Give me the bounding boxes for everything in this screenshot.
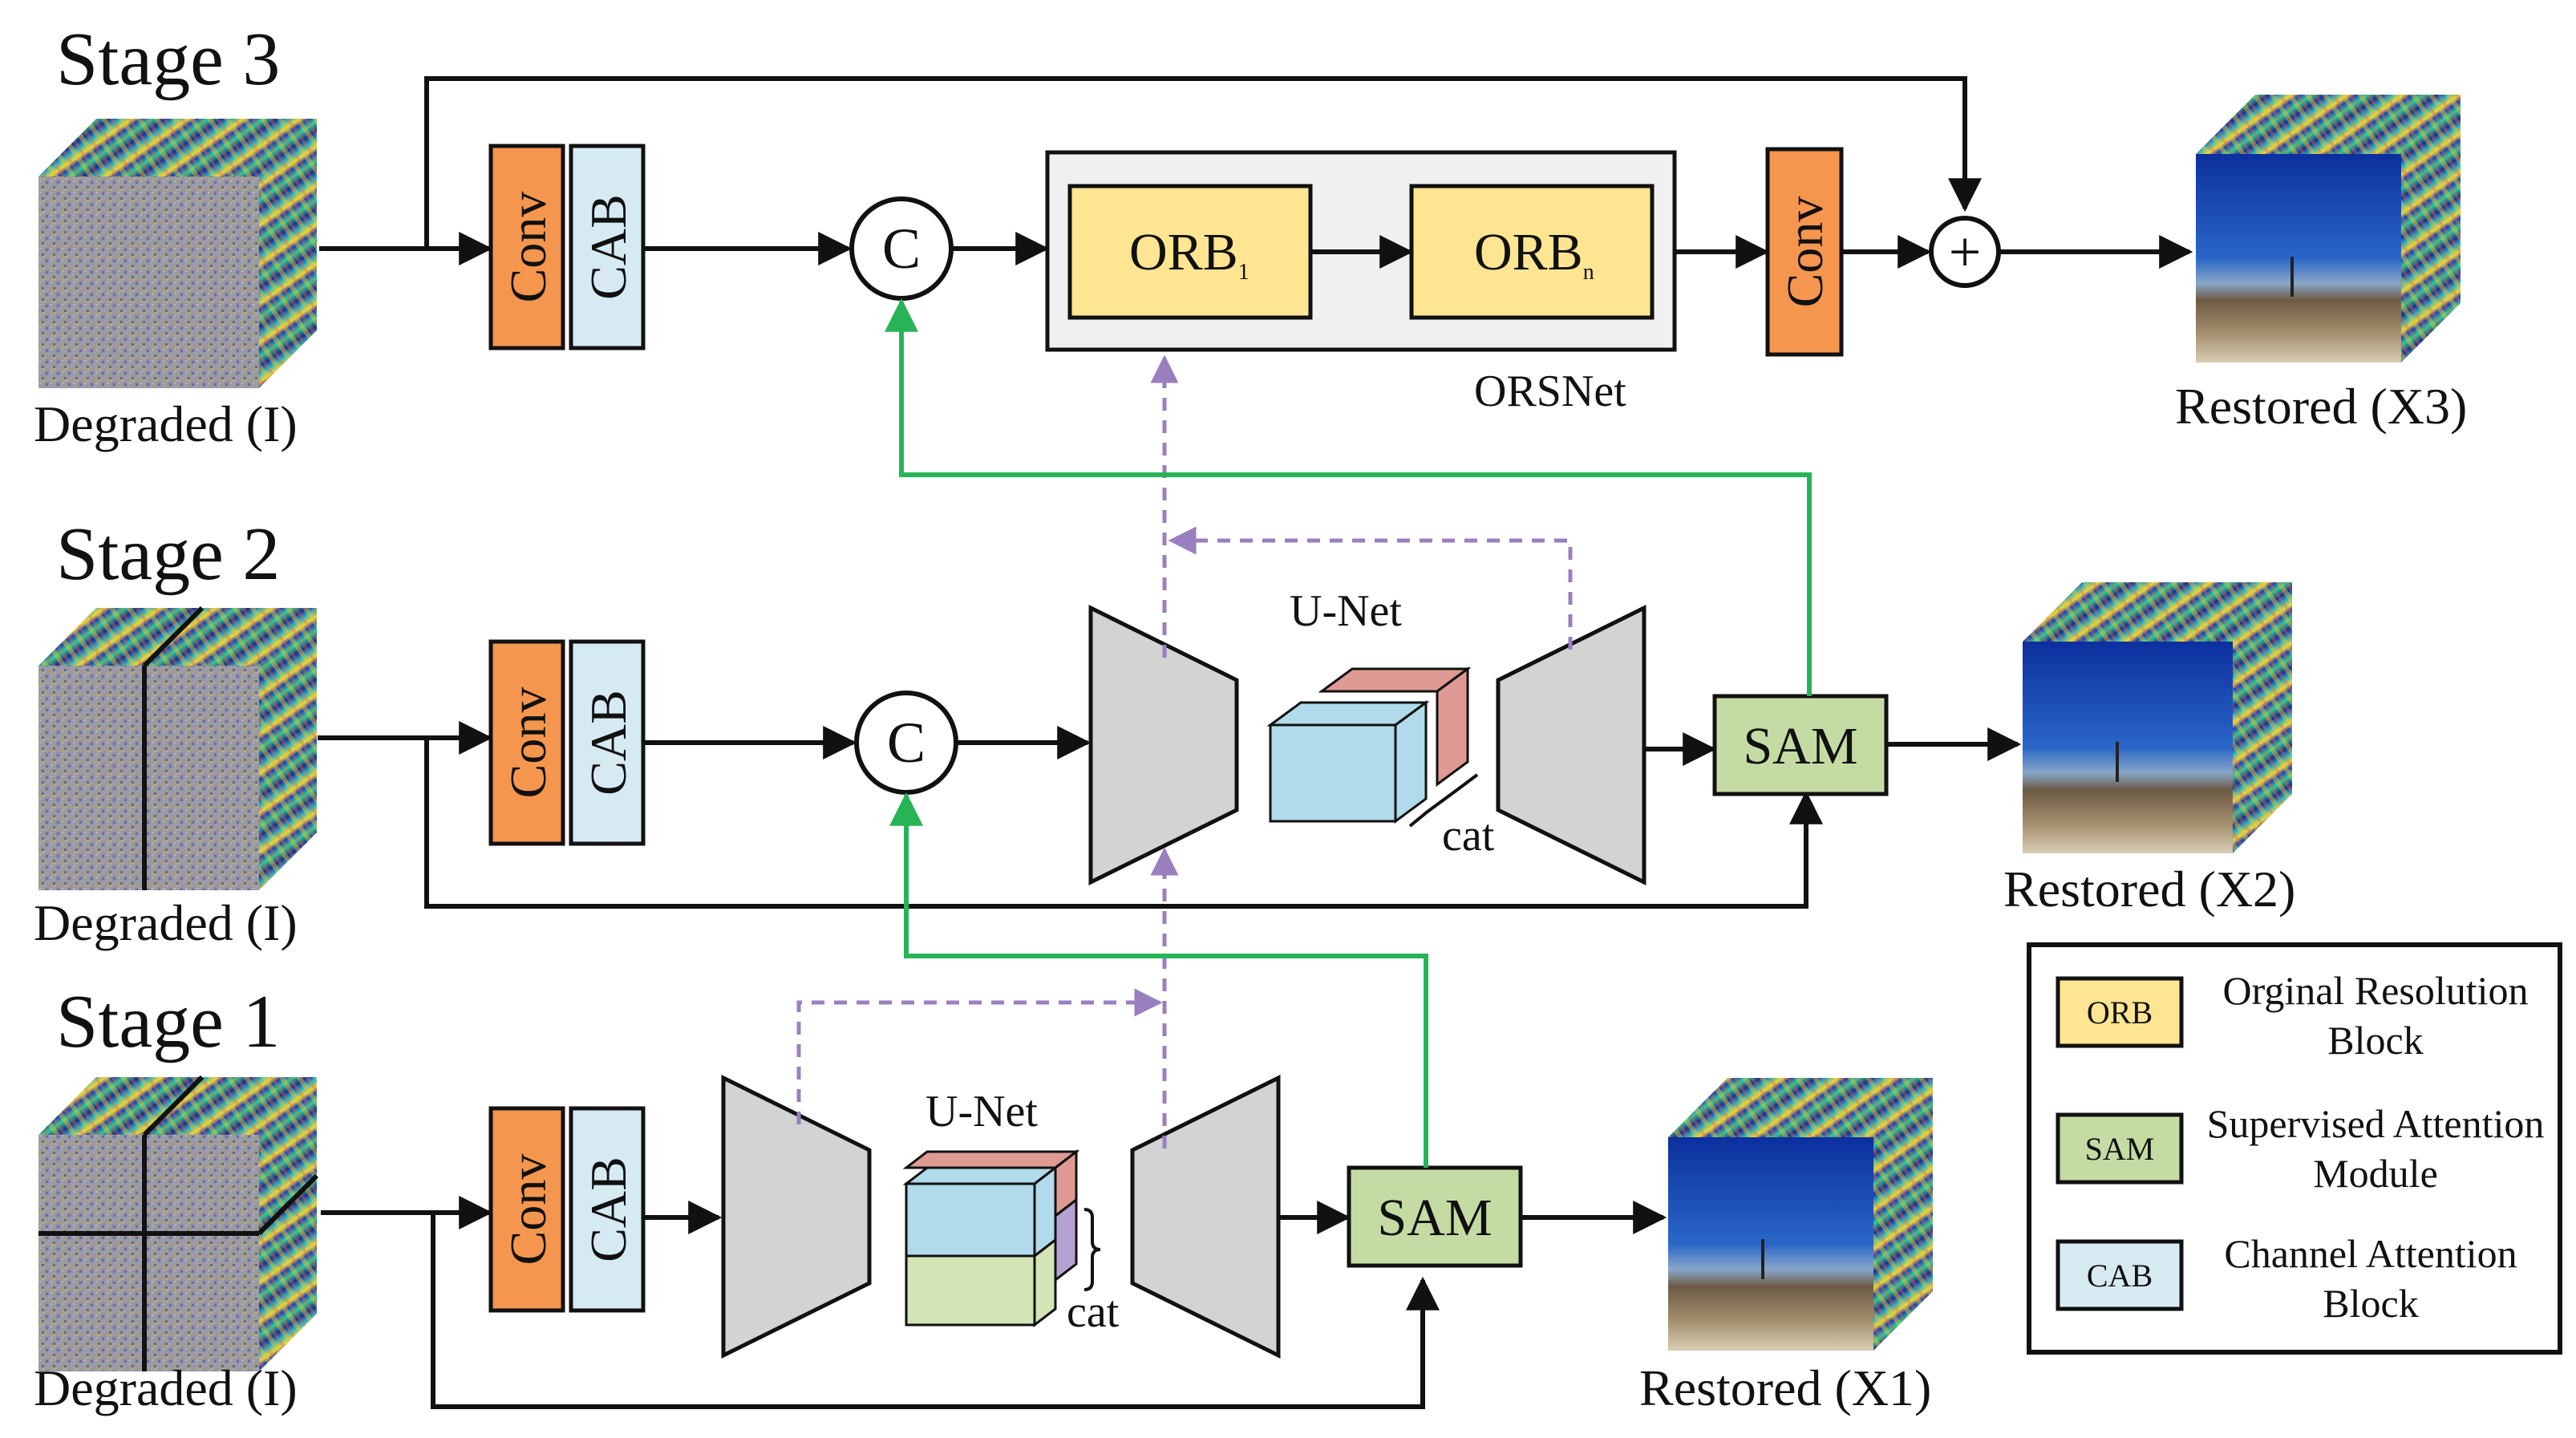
stage-1-cab-block (569, 1106, 646, 1313)
orb-n-label: ORBn (1474, 223, 1594, 285)
stage-1-output-cube (1668, 1078, 1933, 1351)
stage-2-cab-label: CAB (580, 690, 637, 796)
legend-cab-desc-1: Channel Attention (2224, 1231, 2517, 1276)
cube-side-face (259, 119, 317, 388)
stage-1-cab-label: CAB (580, 1156, 637, 1262)
stage-3-concat-label: C (882, 217, 921, 281)
stage-1-unet-label: U-Net (925, 1087, 1038, 1136)
stage-3-conv-label: Conv (500, 192, 557, 303)
legend-orb-key: ORB (2087, 994, 2153, 1031)
cube-front-face (38, 176, 259, 388)
stage-3-input-cube (38, 119, 317, 388)
stage-3-input-caption: Degraded (I) (34, 395, 298, 452)
stage-1-sam-to-stage-2-concat (889, 792, 1428, 1168)
stage-1-unet-dashed-skip (796, 988, 1163, 1124)
orb-1-block (1067, 184, 1313, 320)
stage-1-feature-cubes (902, 1148, 1101, 1328)
legend-cab-key: CAB (2087, 1258, 2153, 1294)
legend-sam-key: SAM (2085, 1131, 2155, 1167)
stage-2-output-caption: Restored (X2) (2003, 861, 2295, 917)
legend-sam-swatch (2056, 1112, 2184, 1185)
add-symbol: + (1949, 220, 1982, 284)
stage-1-encoder (721, 1074, 872, 1359)
stage-1-label: Stage 1 (56, 980, 280, 1063)
stage-3-label: Stage 3 (56, 18, 280, 101)
stage-1-input-caption: Degraded (I) (34, 1359, 298, 1416)
stage-2-sam-to-stage-3-concat (885, 298, 1812, 696)
stage-3-skip-connection (424, 76, 1982, 249)
stage-2-cab-block (569, 639, 646, 846)
stage-1-input-cube (38, 1075, 319, 1371)
stage-2-input-cube (38, 606, 317, 890)
orb-n-block (1409, 184, 1655, 320)
stage-2-feature-cubes (1266, 666, 1479, 828)
stage-2-sam-label: SAM (1743, 717, 1857, 776)
orsnet-label: ORSNet (1474, 367, 1626, 416)
stage-3-output-cube (2196, 95, 2461, 363)
stage-2-encoder (1088, 604, 1239, 886)
stage-2-unet-label: U-Net (1290, 586, 1402, 636)
stage-2-label: Stage 2 (56, 512, 280, 596)
orb-1-label: ORB1 (1129, 223, 1250, 285)
stage-3-output-caption: Restored (X3) (2175, 378, 2467, 435)
stage-1-skip-to-sam (431, 1213, 1440, 1409)
stage-1-conv-block (488, 1106, 565, 1313)
legend-sam-desc-2: Module (2313, 1151, 2438, 1196)
stage-3-cab-block (569, 144, 646, 350)
stage-1-conv-label: Conv (500, 1154, 557, 1266)
stage-2-input-caption: Degraded (I) (34, 894, 298, 951)
legend-cab-swatch (2056, 1239, 2184, 1311)
stage-2-skip-to-sam (424, 738, 1823, 909)
stage-1-output-caption: Restored (X1) (1639, 1359, 1931, 1416)
cube-top-face (38, 119, 317, 176)
legend-orb-swatch (2056, 976, 2184, 1048)
legend-orb-desc-2: Block (2327, 1018, 2423, 1063)
stage-2-decoder (1496, 604, 1646, 886)
stage-2-output-cube (2023, 582, 2292, 853)
stage-1-sam-block (1347, 1165, 1523, 1268)
stage-2-sam-block (1712, 694, 1889, 796)
stage-1-cat-label: cat (1067, 1287, 1120, 1337)
stage-3-output-conv-label: Conv (1776, 196, 1833, 308)
legend-sam-desc-1: Supervised Attention (2207, 1101, 2545, 1146)
stage-1-sam-label: SAM (1377, 1189, 1492, 1247)
stage-1-decoder (1130, 1074, 1281, 1359)
stage-2-conv-block (488, 639, 565, 846)
stage-2-conv-label: Conv (500, 687, 557, 799)
stage-3-cab-label: CAB (580, 194, 637, 300)
stage-2-cat-label: cat (1442, 811, 1495, 861)
stage-2-concat-label: C (887, 711, 925, 775)
stage-3-conv-block (488, 144, 565, 350)
legend-cab-desc-2: Block (2323, 1281, 2418, 1326)
legend: ORB Orginal Resolution Block SAM Supervi… (2027, 942, 2562, 1355)
legend-orb-desc-1: Orginal Resolution (2222, 968, 2528, 1013)
